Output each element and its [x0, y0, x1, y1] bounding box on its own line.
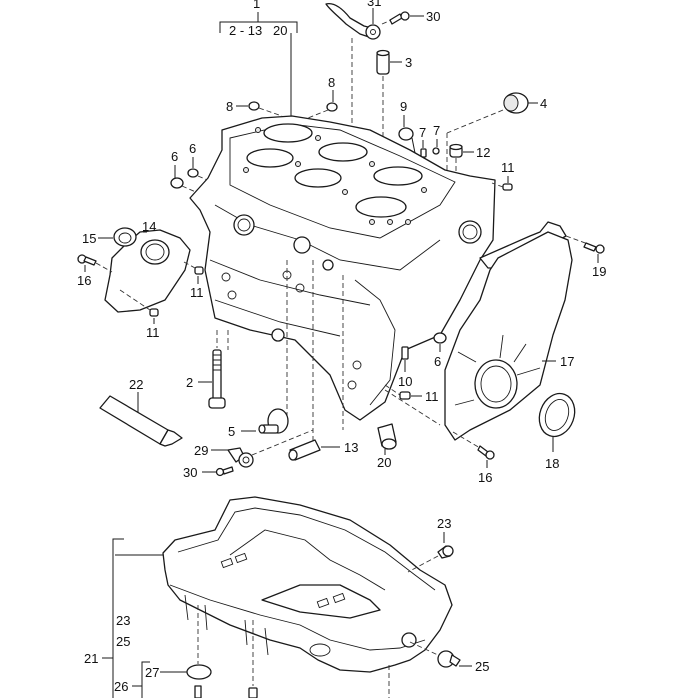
group-bracket-1: 1 2 - 13 20	[219, 0, 298, 120]
front-cover-17[interactable]: 17	[444, 231, 574, 441]
callout-10[interactable]: 10	[398, 374, 412, 389]
core-plug-4[interactable]: 4	[446, 92, 547, 175]
callout-13[interactable]: 13	[344, 440, 358, 455]
sleeve-20[interactable]: 20	[377, 423, 397, 470]
dowel-pin-7-left[interactable]: 7	[419, 125, 427, 158]
callout-3[interactable]: 3	[405, 55, 412, 70]
callout-19[interactable]: 19	[592, 264, 606, 279]
drain-plug-23[interactable]: 23	[407, 516, 454, 573]
oil-pan[interactable]	[162, 496, 453, 673]
plug-6-left-a[interactable]: 6	[170, 149, 206, 197]
cylinder-bore-4	[294, 168, 342, 188]
callout-30-lower[interactable]: 30	[183, 465, 197, 480]
callout-12[interactable]: 12	[476, 145, 490, 160]
callout-21[interactable]: 21	[84, 651, 98, 666]
plug-6-left-b[interactable]: 6	[187, 141, 213, 183]
seal-plug-9[interactable]: 9	[398, 99, 417, 159]
pin-11-left-lower[interactable]: 11	[119, 289, 160, 340]
callout-11-left-upper[interactable]: 11	[190, 285, 204, 300]
cylinder-bore-6	[355, 196, 407, 218]
oil-pan-bracket-21: 23 25 21 26 27	[84, 538, 163, 698]
cylinder-bore-5	[373, 166, 423, 186]
callout-15[interactable]: 15	[82, 231, 96, 246]
pin-11-top-right[interactable]: 11	[491, 160, 515, 191]
callout-26[interactable]: 26	[114, 679, 128, 694]
callout-18[interactable]: 18	[545, 456, 559, 471]
water-port-left	[233, 214, 255, 236]
callout-6-right[interactable]: 6	[434, 354, 441, 369]
cylinder-bore-1	[263, 123, 313, 143]
plug-6-right[interactable]: 6	[433, 332, 447, 369]
callout-11-left-lower[interactable]: 11	[146, 325, 160, 340]
sleeve-3[interactable]: 3	[376, 49, 412, 201]
callout-20[interactable]: 20	[377, 455, 391, 470]
bolt-16-left[interactable]: 16	[77, 254, 113, 288]
callout-30-top[interactable]: 30	[426, 9, 440, 24]
cap-plug-12[interactable]: 12	[449, 143, 490, 179]
callout-14[interactable]: 14	[142, 219, 156, 234]
callout-16-right[interactable]: 16	[478, 470, 492, 485]
callout-7-right[interactable]: 7	[433, 123, 440, 138]
callout-7-left[interactable]: 7	[419, 125, 426, 140]
oil-nozzle-5[interactable]: 5	[228, 408, 289, 439]
callout-2-13[interactable]: 2 - 13	[229, 23, 262, 38]
dowel-pin-7-right[interactable]: 7	[432, 123, 440, 155]
o-ring-27[interactable]	[160, 605, 212, 698]
sealant-tube-22[interactable]: 22	[99, 377, 183, 447]
callout-8-right[interactable]: 8	[328, 75, 335, 90]
callout-5[interactable]: 5	[228, 424, 235, 439]
shaft-seal-15[interactable]: 15	[82, 227, 137, 247]
cylinder-bore-2	[246, 148, 294, 168]
rear-cover-14[interactable]: 14	[104, 219, 191, 313]
cover-seal-bore	[474, 359, 518, 409]
bolt-30-lower[interactable]: 30	[183, 465, 234, 480]
pin-10[interactable]: 10	[398, 346, 412, 389]
deck-bolt-holes	[243, 127, 427, 225]
callout-6-left-b[interactable]: 6	[189, 141, 196, 156]
callout-23[interactable]: 23	[437, 516, 451, 531]
sensor-29[interactable]: 29	[194, 429, 314, 468]
knock-sensor-31[interactable]: 31	[325, 0, 381, 40]
callout-17[interactable]: 17	[560, 354, 574, 369]
callout-23-group[interactable]: 23	[116, 613, 130, 628]
callout-9[interactable]: 9	[400, 99, 407, 114]
callout-11-top-right[interactable]: 11	[501, 160, 515, 175]
guide-sleeve-13[interactable]: 13	[288, 439, 358, 461]
bolt-30-top[interactable]: 30	[381, 9, 440, 25]
callout-11-mid[interactable]: 11	[425, 389, 439, 404]
cap-8-right[interactable]: 8	[307, 75, 338, 119]
water-port-right	[458, 220, 482, 244]
callout-29[interactable]: 29	[194, 443, 208, 458]
pin-11-mid[interactable]: 11	[384, 384, 441, 426]
callout-2[interactable]: 2	[186, 375, 193, 390]
cap-8-left[interactable]: 8	[226, 99, 283, 117]
callout-8-left[interactable]: 8	[226, 99, 233, 114]
callout-6-left-a[interactable]: 6	[171, 149, 178, 164]
callout-31[interactable]: 31	[367, 0, 381, 9]
callout-25[interactable]: 25	[475, 659, 489, 674]
bolt-16-right[interactable]: 16	[452, 431, 495, 485]
callout-27[interactable]: 27	[145, 665, 159, 680]
plug-25[interactable]: 25	[409, 641, 489, 674]
callout-1[interactable]: 1	[253, 0, 260, 11]
callout-16-left[interactable]: 16	[77, 273, 91, 288]
callout-4[interactable]: 4	[540, 96, 547, 111]
callout-25-group[interactable]: 25	[116, 634, 130, 649]
front-seal-18[interactable]: 18	[534, 389, 581, 471]
callout-20-group[interactable]: 20	[273, 23, 287, 38]
head-bolt-2[interactable]: 2	[186, 330, 226, 409]
callout-22[interactable]: 22	[129, 377, 143, 392]
cylinder-block[interactable]	[189, 115, 496, 421]
cylinder-bore-3	[318, 142, 368, 162]
drain-fitting[interactable]	[248, 620, 258, 698]
pin-11-left-upper[interactable]: 11	[183, 261, 204, 300]
